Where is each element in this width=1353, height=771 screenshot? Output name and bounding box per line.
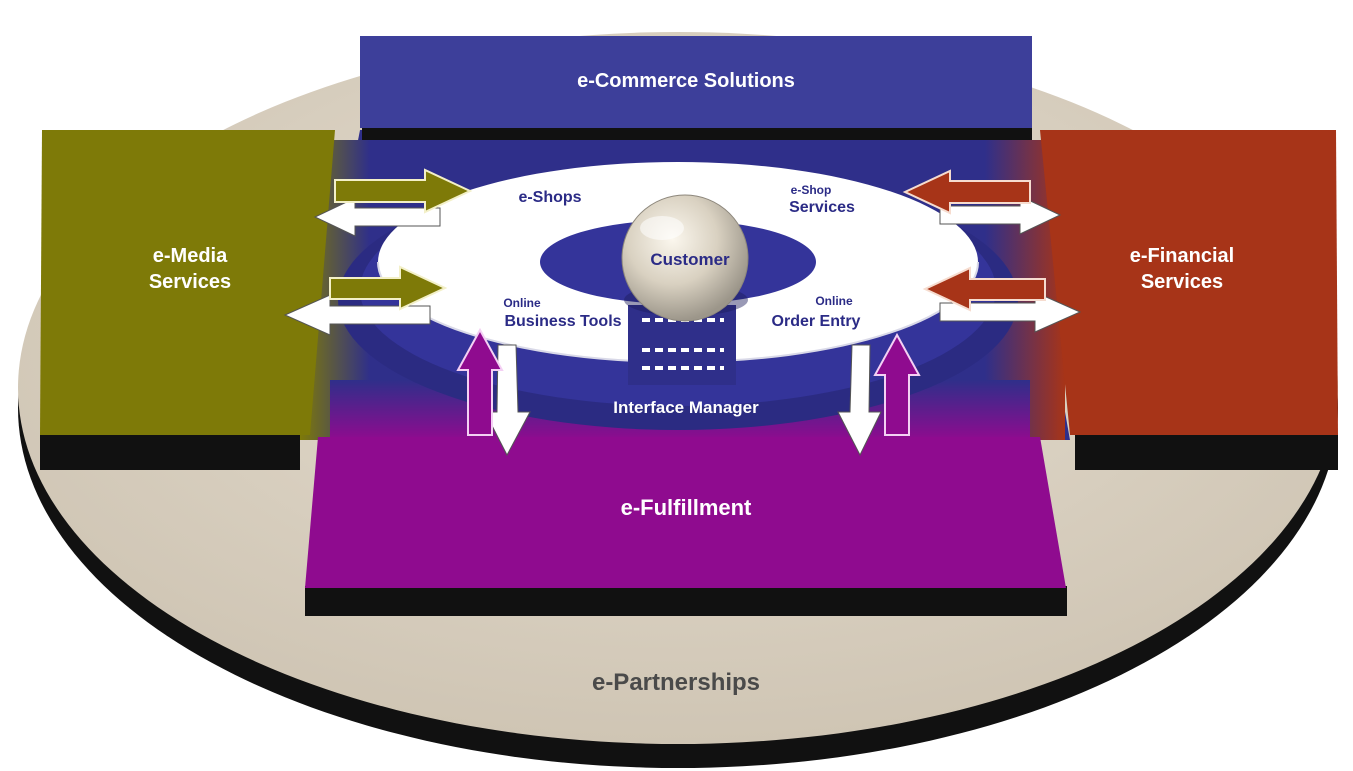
e-commerce-solutions-block: e-Commerce Solutions — [360, 36, 1032, 140]
purple-arrows — [456, 327, 921, 436]
rust-arrow-lower — [922, 266, 1046, 312]
e-financial-label-line2: Services — [1141, 271, 1223, 293]
e-media-label-line2: Services — [149, 271, 231, 293]
olive-arrow-upper — [334, 168, 473, 214]
online-order-entry-label-line2: Order Entry — [772, 313, 861, 330]
online-business-tools-label-line1: Online — [503, 296, 541, 310]
customer-sphere: Customer — [621, 194, 749, 322]
e-fulfillment-block: e-Fulfillment — [305, 437, 1067, 616]
purple-arrow-left — [456, 327, 504, 436]
purple-arrow-right — [873, 332, 921, 436]
rust-arrows — [902, 169, 1046, 312]
customer-label: Customer — [650, 250, 730, 269]
e-financial-label-line1: e-Financial — [1130, 245, 1234, 267]
white-arrows — [283, 195, 1082, 457]
e-fulfillment-label: e-Fulfillment — [621, 495, 752, 520]
olive-arrow-lower — [329, 265, 448, 311]
arrow-down-left — [484, 344, 531, 457]
e-shop-services-label-line1: e-Shop — [791, 183, 832, 197]
inner-service-labels: e-Shops e-Shop Services Online Business … — [503, 183, 860, 330]
e-financial-services-block: e-Financial Services — [1040, 130, 1338, 470]
e-partnerships-label: e-Partnerships — [592, 669, 760, 696]
e-media-services-block: e-Media Services — [40, 130, 335, 470]
interface-manager-label: Interface Manager — [613, 398, 759, 417]
online-business-tools-label-line2: Business Tools — [504, 313, 621, 330]
rust-arrow-upper — [902, 169, 1031, 215]
e-commerce-solutions-label: e-Commerce Solutions — [577, 70, 795, 92]
e-shops-label: e-Shops — [518, 189, 581, 206]
e-media-label-line1: e-Media — [153, 245, 228, 267]
olive-arrows — [329, 168, 473, 311]
arrow-down-right — [837, 344, 882, 457]
online-order-entry-label-line1: Online — [815, 294, 853, 308]
e-shop-services-label-line2: Services — [789, 199, 855, 216]
